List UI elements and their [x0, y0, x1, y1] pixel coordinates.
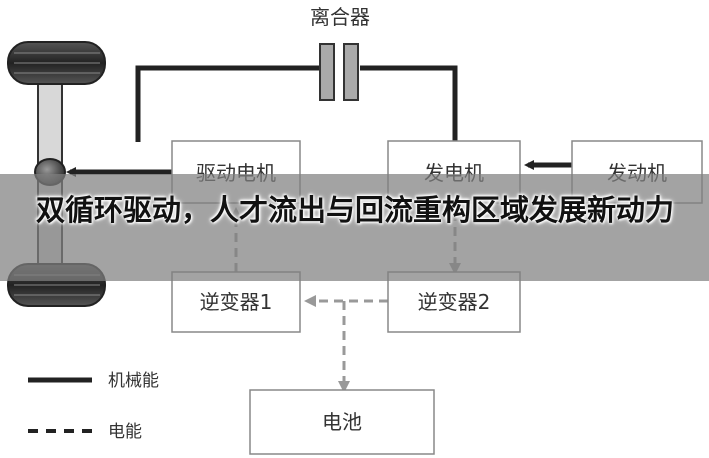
clutch-label: 离合器: [310, 5, 370, 29]
clutch: 离合器: [310, 5, 370, 101]
headline-banner: [0, 174, 709, 281]
inverter2-box: [387, 271, 521, 333]
legend-mechanical-label: 机械能: [108, 371, 159, 391]
inverter2-label: 逆变器2: [418, 290, 491, 314]
battery-box: [249, 389, 435, 455]
mechanical-links: [66, 65, 572, 177]
inverter1-label: 逆变器1: [200, 290, 273, 314]
legend-electrical-label: 电能: [108, 422, 142, 442]
battery-label: 电池: [322, 410, 362, 434]
legend: 机械能 电能: [28, 371, 159, 442]
headline-text: 双循环驱动，人才流出与回流重构区域发展新动力: [35, 193, 674, 227]
